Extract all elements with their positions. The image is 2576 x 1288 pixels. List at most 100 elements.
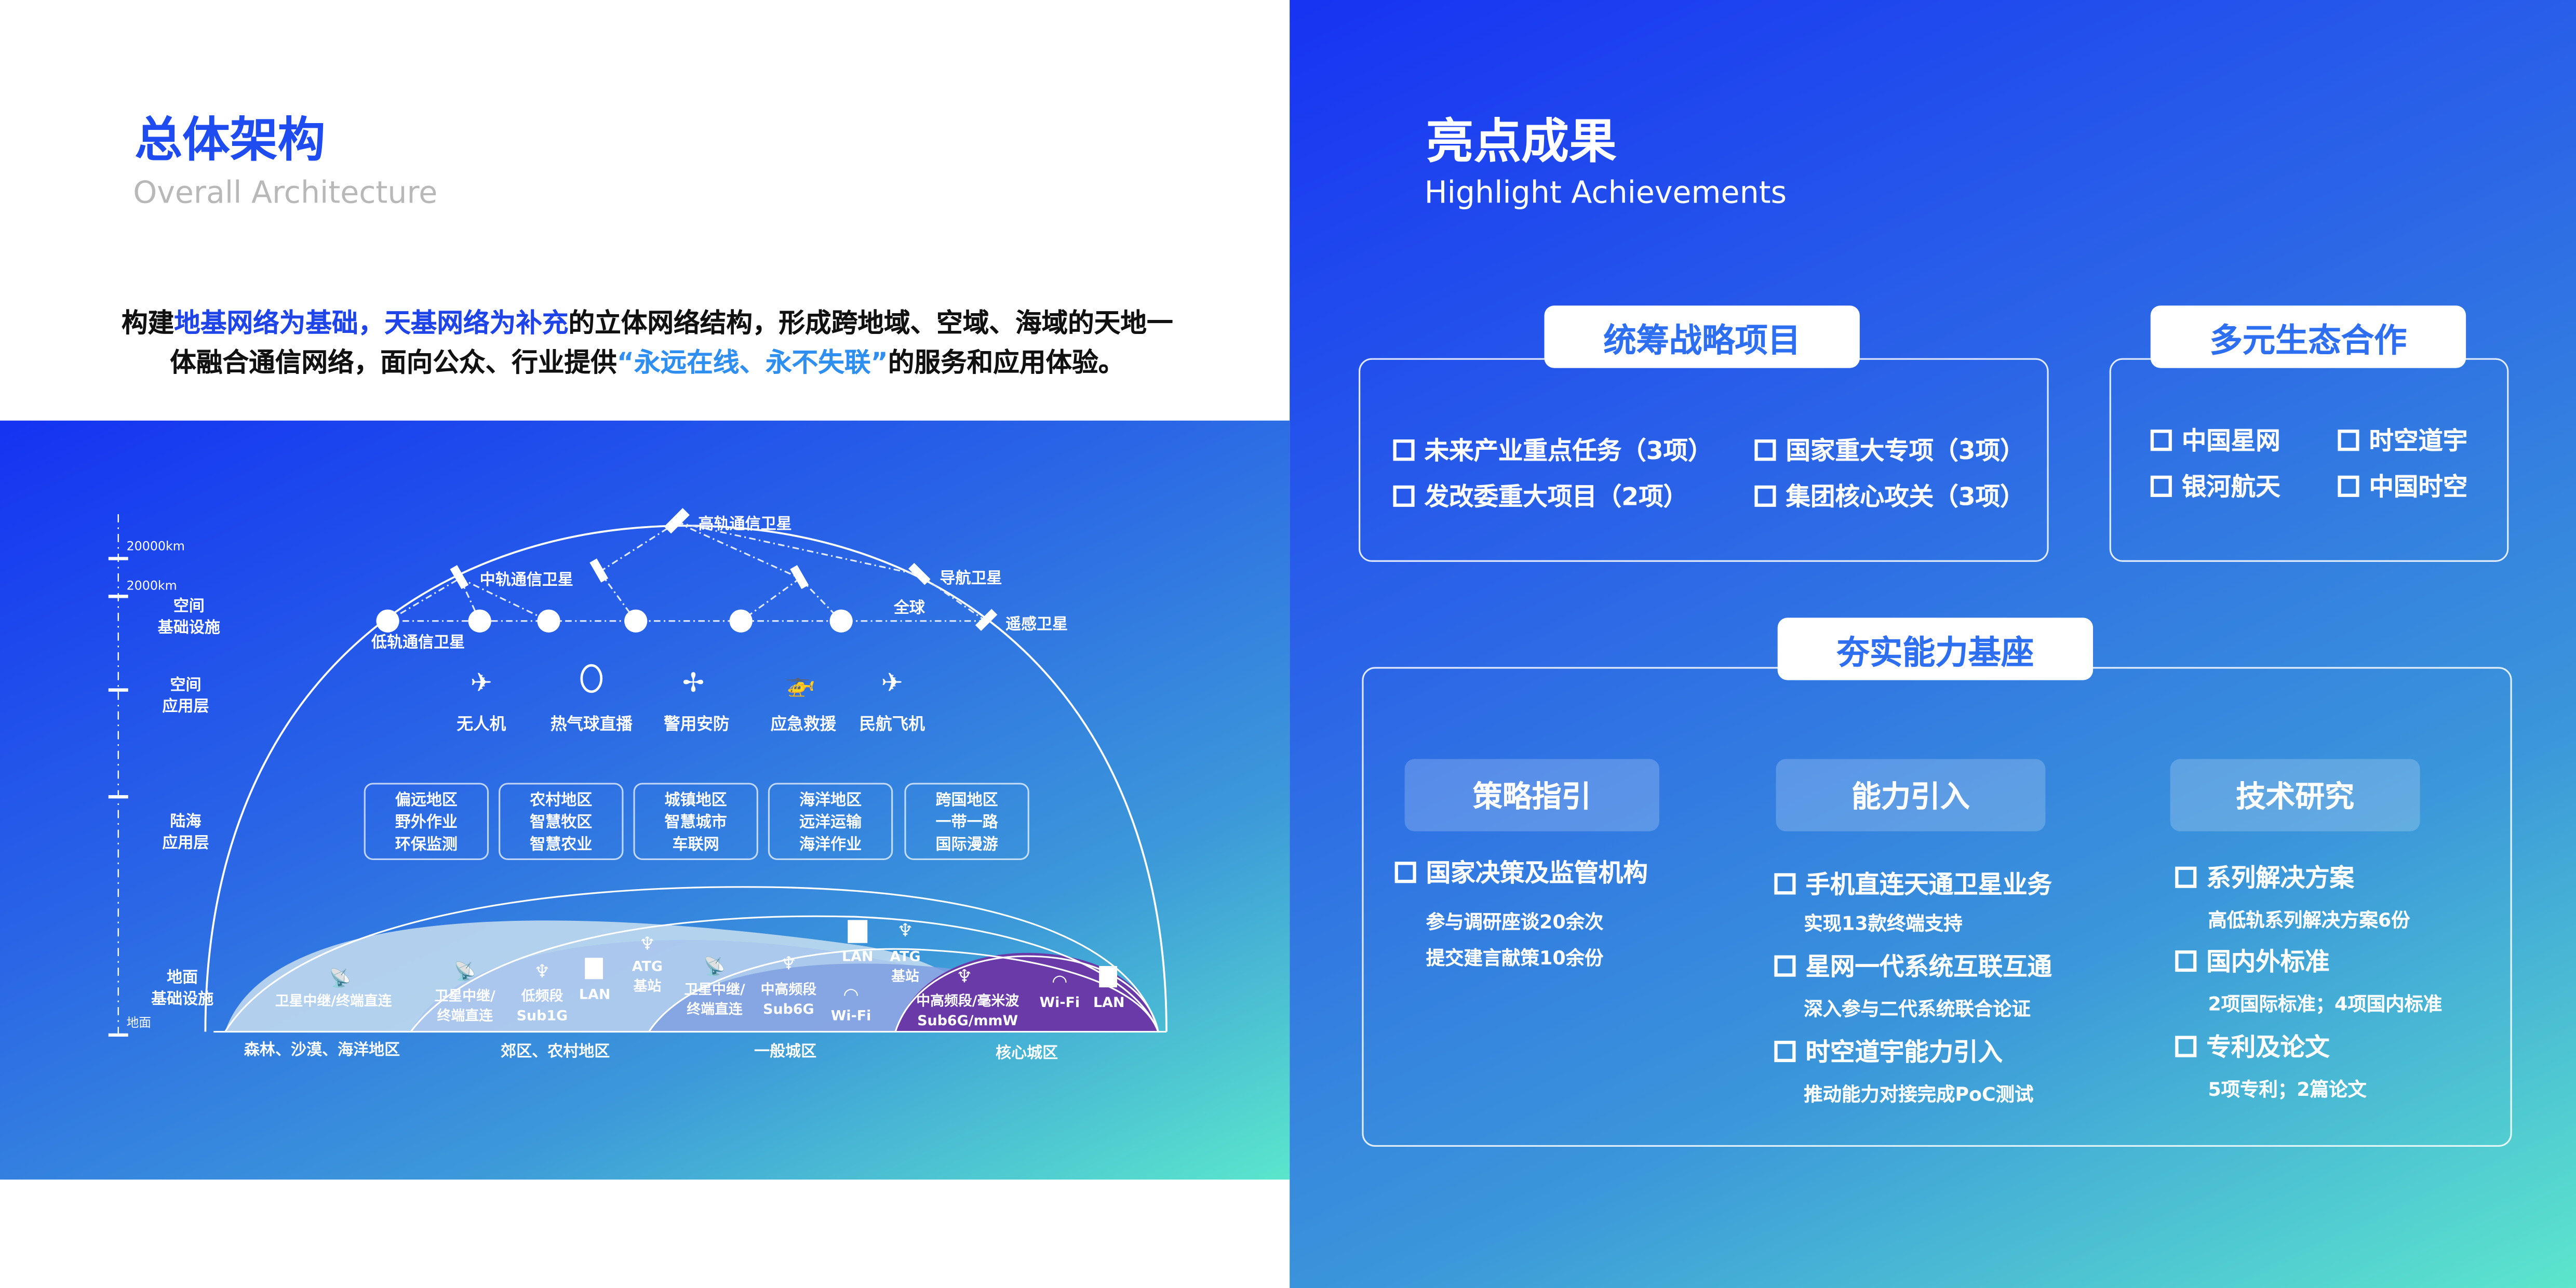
police-drone-icon: ✢ <box>682 667 704 698</box>
checkbox-icon <box>2175 1036 2197 1057</box>
foundation-note: 参与调研座谈20余次 <box>1426 910 1604 933</box>
intro-highlight: “永远在线、永不失联” <box>616 346 888 378</box>
satellite-icon <box>468 609 491 633</box>
region-label: 车联网 <box>673 835 719 853</box>
ground-label: 卫星中继/ <box>684 981 745 998</box>
air-app-label: 警用安防 <box>664 715 730 734</box>
server-icon <box>585 958 603 980</box>
foundation-note: 5项专利；2篇论文 <box>2208 1078 2367 1101</box>
ecosystem-tab: 多元生态合作 <box>2150 305 2466 368</box>
satellite-dish-icon: 📡 <box>329 967 351 989</box>
satellite-icon <box>450 565 469 589</box>
satellite-icon <box>908 562 931 585</box>
intro-line-1: 构建地基网络为基础，天基网络为补充的立体网络结构，形成跨地域、空域、海域的天地一 <box>122 301 1173 340</box>
layer-label: 应用层 <box>162 697 209 716</box>
checkbox-icon <box>2338 430 2359 451</box>
layer-label: 地面 <box>167 969 198 987</box>
satellite-icon <box>376 609 399 633</box>
satellite-dish-icon: 📡 <box>703 955 726 977</box>
checkbox-icon <box>1774 873 1796 895</box>
ground-label: 基站 <box>891 968 919 984</box>
ground-label: 基站 <box>633 978 661 994</box>
item-text: 系列解决方案 <box>2206 863 2355 893</box>
ground-label: 低频段 <box>521 988 564 1004</box>
antenna-tower-icon: ♆ <box>534 961 550 982</box>
architecture-panel: 总体架构 Overall Architecture 构建地基网络为基础，天基网络… <box>0 112 1290 1180</box>
region-label: 偏远地区 <box>395 791 458 809</box>
strategic-item: 国家重大专项（3项） <box>1754 433 2025 467</box>
scale-label: 2000km <box>127 579 177 593</box>
foundation-item: 手机直连天通卫星业务 <box>1774 867 2052 901</box>
strategic-item: 发改委重大项目（2项） <box>1393 479 1688 513</box>
checkbox-icon <box>1394 862 1416 883</box>
scale-label: 20000km <box>127 539 185 554</box>
server-icon <box>848 920 868 943</box>
foundation-note: 实现13款终端支持 <box>1804 911 1963 935</box>
item-text: 时空道宇 <box>2369 426 2468 456</box>
layer-label: 空间 <box>170 676 201 694</box>
item-text: 未来产业重点任务（3项） <box>1424 436 1713 466</box>
server-icon <box>1099 966 1118 988</box>
wifi-icon: ◠ <box>1052 971 1067 992</box>
region-box <box>633 783 758 860</box>
satellite-label: 遥感卫星 <box>1005 615 1068 634</box>
orbit-satellites <box>450 508 998 631</box>
ground-label: LAN <box>1093 995 1124 1011</box>
air-app-label: 应急救援 <box>771 715 837 734</box>
airplane-icon: ✈ <box>881 667 903 698</box>
foundation-item: 专利及论文 <box>2175 1029 2330 1064</box>
ecosystem-item: 中国星网 <box>2150 423 2280 458</box>
layer-label: 空间 <box>173 597 205 615</box>
architecture-subtitle: Overall Architecture <box>133 177 438 211</box>
foundation-note: 提交建言献策10余份 <box>1426 946 1604 970</box>
region-label: 城镇地区 <box>665 791 727 809</box>
region-label: 智慧农业 <box>530 835 592 853</box>
ground-label: 卫星中继/终端直连 <box>275 992 392 1009</box>
item-text: 发改委重大项目（2项） <box>1424 482 1688 512</box>
ground-label: 终端直连 <box>687 1001 743 1017</box>
ground-label: ATG <box>632 959 663 975</box>
ecosystem-item: 时空道宇 <box>2338 423 2467 458</box>
item-text: 集团核心攻关（3项） <box>1786 482 2025 512</box>
satellite-label: 低轨通信卫星 <box>371 633 465 651</box>
air-app-label: 无人机 <box>457 715 506 734</box>
item-text: 银河航天 <box>2181 472 2280 502</box>
satellite-label: 导航卫星 <box>940 569 1002 587</box>
item-text: 国家重大专项（3项） <box>1786 436 2025 466</box>
checkbox-icon <box>1754 485 1776 507</box>
item-text: 星网一代系统互联互通 <box>1805 952 2052 982</box>
architecture-diagram: 20000km 2000km 地面 空间 基础设施 空间 应用层 陆海 应用层 … <box>108 508 1159 1037</box>
ground-label: 终端直连 <box>437 1007 493 1024</box>
intro-text: 体融合通信网络，面向公众、行业提供 <box>170 346 617 378</box>
intro-text: 的服务和应用体验。 <box>888 346 1125 378</box>
region-box <box>904 783 1029 860</box>
item-text: 国家决策及监管机构 <box>1426 858 1648 888</box>
satellite-icon <box>624 609 648 633</box>
antenna-tower-icon: ♆ <box>639 933 655 954</box>
drone-icon: ✈ <box>471 667 492 698</box>
region-label: 智慧牧区 <box>530 813 592 831</box>
satellite-label: 高轨通信卫星 <box>698 515 791 533</box>
balloon-icon <box>580 664 603 693</box>
altitude-scale <box>108 514 128 1037</box>
helicopter-icon: 🚁 <box>785 669 815 698</box>
foundation-tab: 夯实能力基座 <box>1777 618 2094 680</box>
ground-label: Wi-Fi <box>831 1008 871 1024</box>
item-text: 国内外标准 <box>2206 947 2330 977</box>
item-text: 时空道宇能力引入 <box>1805 1037 2003 1067</box>
region-label: 环保监测 <box>395 835 458 853</box>
column-header-capability: 能力引入 <box>1776 759 2046 831</box>
intro-highlight: 地基网络为基础，天基网络为补充 <box>174 307 569 339</box>
strategic-item: 集团核心攻关（3项） <box>1754 479 2025 513</box>
air-app-label: 民航飞机 <box>859 715 925 734</box>
ground-label: Sub6G <box>763 1001 814 1017</box>
ground-label: Sub6G/mmW <box>917 1013 1018 1029</box>
satellite-icon <box>975 609 998 631</box>
foundation-note: 高低轨系列解决方案6份 <box>2208 908 2410 932</box>
strategic-item: 未来产业重点任务（3项） <box>1393 433 1713 467</box>
region-box <box>364 783 489 860</box>
item-text: 中国星网 <box>2181 426 2280 456</box>
foundation-note: 2项国际标准；4项国内标准 <box>2208 992 2443 1015</box>
region-label: 野外作业 <box>395 813 458 831</box>
region-label: 远洋运输 <box>799 813 862 831</box>
